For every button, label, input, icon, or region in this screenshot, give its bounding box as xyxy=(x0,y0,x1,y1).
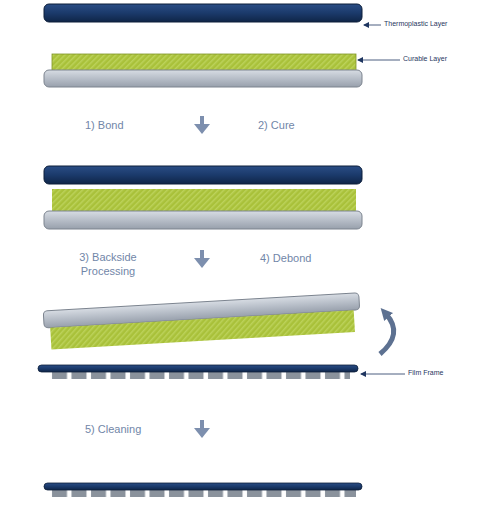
layer-label: Thermoplastic Layer xyxy=(384,20,447,27)
step-label: 3) Backside Processing xyxy=(73,250,143,278)
step-label: 1) Bond xyxy=(85,118,124,132)
frame-label: Film Frame xyxy=(408,369,443,376)
step-label: 5) Cleaning xyxy=(85,422,141,436)
step-label: 2) Cure xyxy=(258,118,295,132)
step-label: 4) Debond xyxy=(260,251,311,265)
layer-label: Curable Layer xyxy=(403,55,447,62)
